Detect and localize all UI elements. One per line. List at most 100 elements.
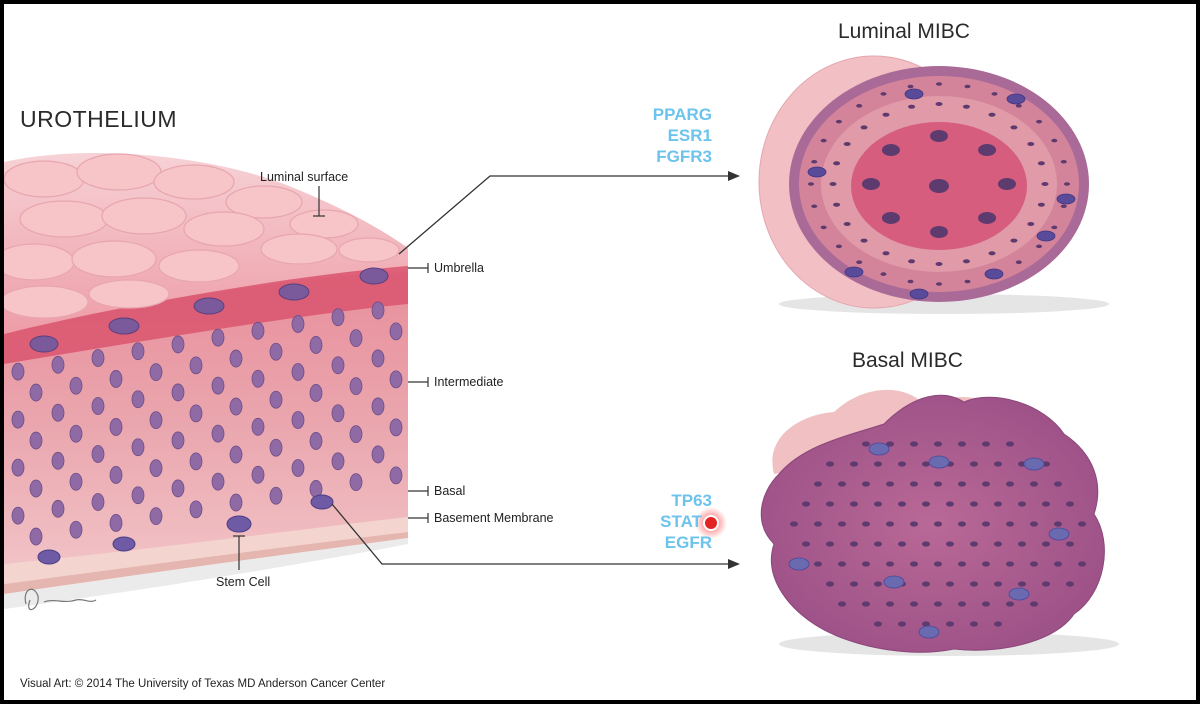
cell-nucleus [958, 601, 966, 607]
diagram-artwork [4, 55, 1119, 656]
cell-nucleus [51, 403, 65, 422]
cell-nucleus [291, 363, 305, 381]
basal-marker-3: EGFR [664, 533, 712, 552]
cell-nucleus [910, 521, 918, 527]
cell-nucleus [808, 182, 814, 186]
cell-nucleus [907, 84, 914, 89]
cell-nucleus [835, 119, 842, 124]
cell-nucleus [874, 541, 882, 547]
umbrella-label: Umbrella [434, 261, 485, 275]
cell-nucleus [1018, 501, 1026, 507]
cell-nucleus [802, 541, 810, 547]
cell-nucleus [908, 104, 916, 109]
cell-nucleus [1078, 521, 1086, 527]
cell-nucleus [211, 376, 225, 395]
cell-nucleus [898, 501, 906, 507]
cell-nucleus [860, 238, 868, 243]
cell-nucleus [882, 112, 890, 117]
cell-nucleus [838, 601, 846, 607]
cell-nucleus [1060, 204, 1067, 209]
cell-nucleus [843, 222, 851, 226]
cell-nucleus [862, 441, 870, 447]
cell-nucleus [109, 514, 123, 532]
cell-nucleus [934, 441, 942, 447]
cell-nucleus [291, 459, 305, 477]
cell-nucleus [29, 479, 43, 498]
cell-nucleus [251, 321, 265, 340]
cell-nucleus [934, 481, 942, 487]
cell-nucleus [991, 92, 998, 96]
cell-nucleus [309, 432, 323, 450]
cell-nucleus [1037, 202, 1045, 207]
cell-nucleus [962, 104, 970, 109]
credit-line: Visual Art: © 2014 The University of Tex… [20, 678, 386, 690]
cell-nucleus [881, 144, 900, 157]
cell-nucleus [1018, 581, 1026, 587]
cell-nucleus [1078, 561, 1086, 567]
stem-cell-label: Stem Cell [216, 575, 271, 589]
cell-nucleus [1042, 581, 1050, 587]
cell-nucleus [331, 404, 345, 423]
cell-nucleus [1036, 119, 1043, 124]
cell-nucleus [11, 506, 25, 525]
cell-nucleus [850, 581, 858, 587]
cell-nucleus [1060, 159, 1067, 164]
cell-nucleus [874, 461, 882, 467]
cell-nucleus [149, 459, 163, 478]
cell-nucleus [69, 520, 83, 539]
layer-leader-lines [233, 186, 429, 570]
cell-nucleus [886, 521, 894, 527]
cell-nucleus [1051, 225, 1058, 230]
cell-nucleus [898, 461, 906, 467]
cell-nucleus [886, 481, 894, 487]
cell-nucleus [91, 349, 105, 367]
cell-nucleus [922, 501, 930, 507]
cell-nucleus [11, 458, 25, 477]
cell-nucleus [970, 461, 978, 467]
cell-nucleus [922, 621, 930, 627]
luminal-marker-3: FGFR3 [656, 147, 712, 166]
cell-nucleus [811, 204, 818, 209]
cell-nucleus [929, 179, 949, 193]
cell-nucleus [349, 329, 363, 348]
cell-nucleus [371, 349, 385, 368]
cell-nucleus [930, 130, 948, 142]
cell-nucleus [309, 336, 323, 354]
cell-nucleus [1054, 481, 1062, 487]
cell-nucleus [251, 417, 265, 436]
cell-nucleus [820, 138, 827, 143]
basal-mibc-illustration [760, 389, 1119, 656]
diagram-canvas: UROTHELIUM Luminal surface Umbrella Inte… [4, 4, 1196, 700]
cell-nucleus [389, 370, 403, 389]
cell-nucleus [988, 112, 996, 117]
cell-nucleus [171, 431, 185, 450]
cell-nucleus [838, 521, 846, 527]
cell-nucleus [389, 466, 403, 485]
cell-nucleus [1027, 222, 1035, 226]
cell-nucleus [862, 521, 870, 527]
cell-nucleus [843, 142, 851, 146]
cell-nucleus [229, 349, 243, 368]
cell-nucleus [211, 424, 225, 443]
basal-layer-label: Basal [434, 484, 466, 498]
cell-nucleus [251, 465, 265, 484]
cell-nucleus [269, 342, 283, 361]
cell-nucleus [994, 541, 1002, 547]
cell-nucleus [1066, 541, 1074, 547]
cell-nucleus [1030, 601, 1038, 607]
cell-nucleus [189, 356, 203, 375]
cell-nucleus [922, 461, 930, 467]
cell-nucleus [964, 279, 971, 284]
cell-nucleus [978, 144, 997, 157]
cell-nucleus [936, 82, 942, 86]
cell-nucleus [970, 621, 978, 627]
cell-nucleus [389, 322, 403, 341]
cell-nucleus [269, 486, 283, 505]
cell-nucleus [982, 521, 990, 527]
cell-nucleus [51, 355, 65, 374]
cell-nucleus [874, 581, 882, 587]
cell-nucleus [922, 541, 930, 547]
cell-nucleus [109, 418, 123, 436]
cell-nucleus [982, 601, 990, 607]
cell-nucleus [349, 377, 363, 396]
